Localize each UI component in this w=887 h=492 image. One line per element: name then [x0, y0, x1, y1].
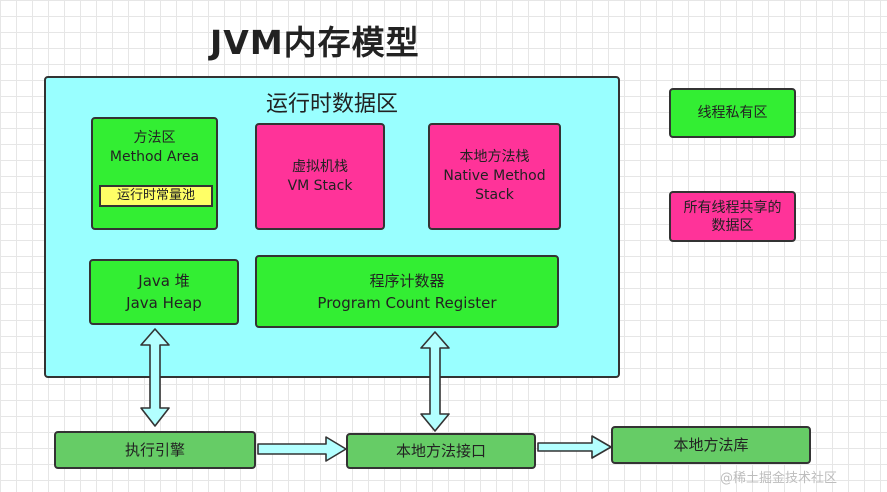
execution-engine-label: 执行引擎 — [124, 440, 185, 459]
program-counter-cn: 程序计数器 — [369, 271, 445, 290]
runtime-constant-pool: 运行时常量池 — [99, 185, 213, 207]
legend-thread-private: 线程私有区 — [669, 88, 796, 138]
legend-private-label: 线程私有区 — [697, 104, 768, 121]
java-heap-en: Java Heap — [126, 294, 202, 312]
program-counter-box: 程序计数器 Program Count Register — [255, 255, 559, 328]
legend-shared-line1: 所有线程共享的 — [683, 199, 782, 216]
native-library-box: 本地方法库 — [611, 426, 811, 464]
native-interface-label: 本地方法接口 — [395, 441, 486, 460]
legend-thread-shared: 所有线程共享的 数据区 — [669, 191, 796, 242]
pcr-jni-double-arrow — [420, 331, 450, 432]
runtime-data-area-title: 运行时数据区 — [265, 92, 398, 117]
native-stack-en: Native Method Stack — [443, 168, 546, 203]
native-method-stack-box: 本地方法栈 Native Method Stack — [428, 123, 561, 230]
method-area-box: 方法区 Method Area 运行时常量池 — [91, 117, 218, 230]
method-area-en: Method Area — [109, 149, 200, 165]
vm-stack-cn: 虚拟机栈 — [292, 158, 348, 175]
watermark: @稀土掘金技术社区 — [720, 471, 838, 486]
method-area-cn: 方法区 — [133, 130, 176, 146]
native-library-label: 本地方法库 — [673, 435, 749, 454]
heap-exec-double-arrow — [140, 328, 170, 427]
program-counter-en: Program Count Register — [317, 293, 497, 312]
native-interface-box: 本地方法接口 — [346, 433, 536, 469]
exec-to-jni-arrow — [257, 436, 347, 462]
execution-engine-box: 执行引擎 — [54, 431, 256, 469]
diagram-title: JVM内存模型 — [210, 23, 420, 62]
legend-shared-line2: 数据区 — [711, 217, 754, 234]
jni-to-library-arrow — [537, 435, 612, 459]
vm-stack-en: VM Stack — [287, 177, 353, 194]
native-stack-cn: 本地方法栈 — [459, 149, 530, 165]
java-heap-cn: Java 堆 — [138, 272, 190, 290]
java-heap-box: Java 堆 Java Heap — [89, 259, 239, 325]
vm-stack-box: 虚拟机栈 VM Stack — [255, 123, 385, 230]
